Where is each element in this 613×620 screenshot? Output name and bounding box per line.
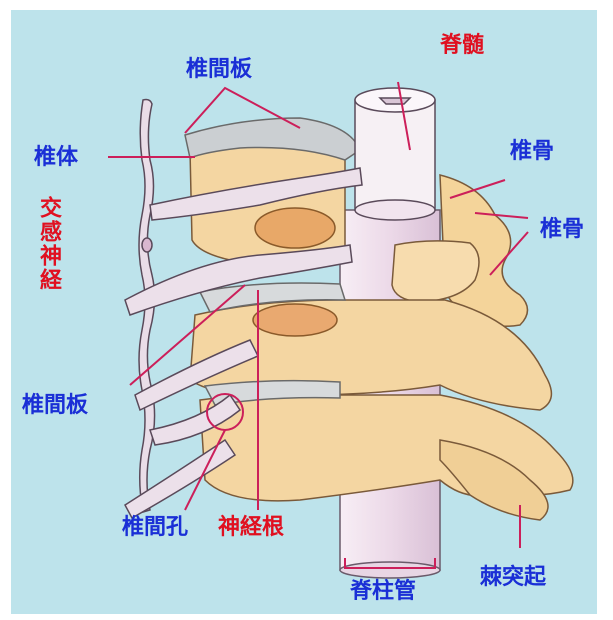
label-intervertebral-foramen: 椎間孔 <box>122 516 188 540</box>
label-vertebra-1: 椎骨 <box>510 140 554 164</box>
label-sympathetic-nerve: 交感神経 <box>36 196 60 292</box>
label-intervertebral-disc-lower: 椎間板 <box>22 394 88 418</box>
label-vertebra-2: 椎骨 <box>540 218 584 242</box>
label-nerve-root: 神経根 <box>218 516 284 540</box>
label-spinal-canal: 脊柱管 <box>350 580 416 604</box>
label-vertebral-body: 椎体 <box>34 146 78 170</box>
spinal-cord <box>355 88 435 220</box>
label-intervertebral-disc-top: 椎間板 <box>186 58 252 82</box>
label-spinous-process: 棘突起 <box>480 566 546 590</box>
label-spinal-cord: 脊髄 <box>440 34 484 58</box>
